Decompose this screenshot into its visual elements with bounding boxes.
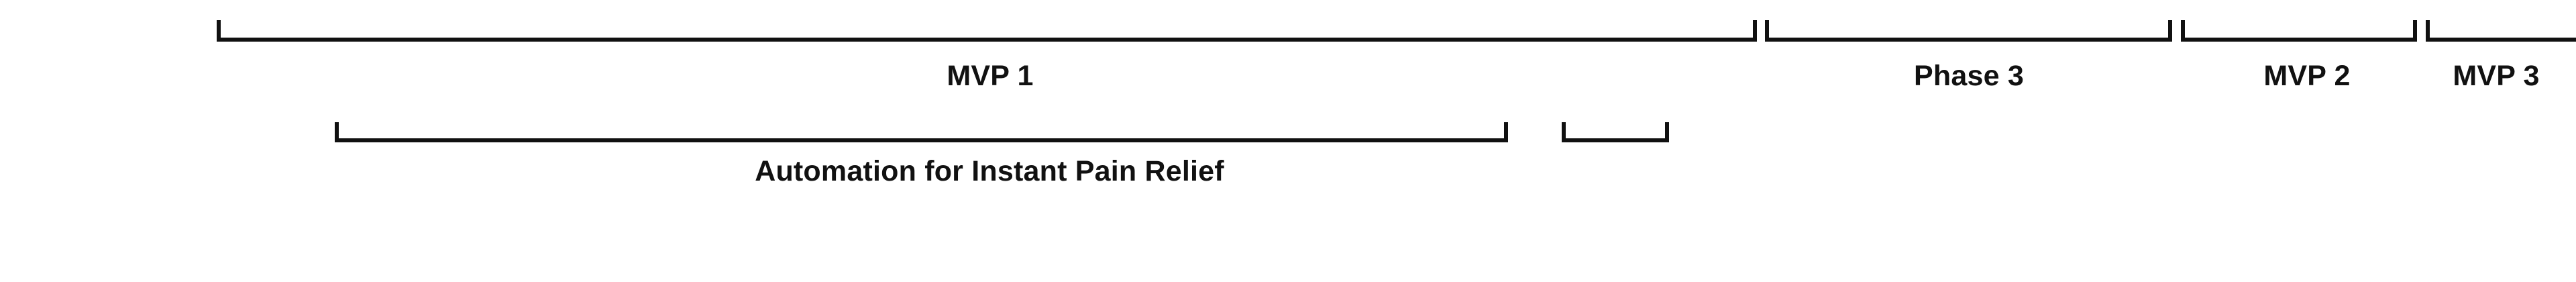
mvp1-bracket (217, 20, 1757, 42)
mvp2-label: MVP 2 (2263, 60, 2351, 92)
automation-bracket (335, 122, 1508, 142)
phase3-bracket (1765, 20, 2172, 42)
mvp3-label: MVP 3 (2453, 60, 2540, 92)
mvp2-bracket (2181, 20, 2417, 42)
small-bracket (1562, 122, 1669, 142)
automation-label: Automation for Instant Pain Relief (755, 155, 1224, 187)
mvp3-bracket (2426, 20, 2576, 42)
mvp1-label: MVP 1 (947, 60, 1034, 92)
phase3-label: Phase 3 (1914, 60, 2024, 92)
